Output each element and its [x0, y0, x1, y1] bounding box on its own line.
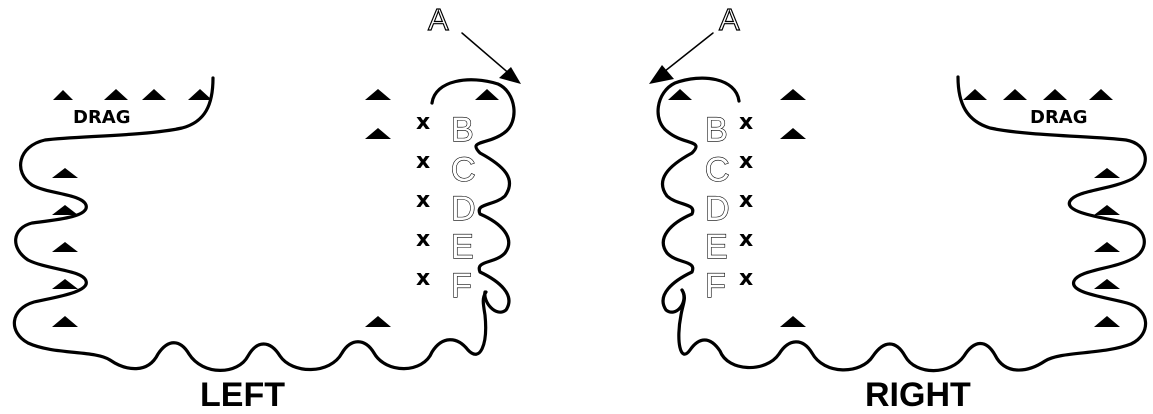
right-x-f: x [739, 266, 753, 291]
right-a-arrow [649, 32, 714, 84]
triangle-marker-icon [188, 89, 212, 100]
triangle-marker-icon [1094, 279, 1120, 289]
left-drag-label: DRAG [73, 107, 131, 128]
left-coil-curve [430, 78, 516, 314]
triangle-marker-icon [365, 316, 391, 327]
triangle-marker-icon [52, 316, 78, 327]
right-letter-e: E [705, 228, 728, 266]
triangle-marker-icon [1089, 89, 1113, 100]
left-outline-curve [12, 76, 488, 372]
triangle-marker-icon [142, 89, 166, 100]
right-letter-c: C [705, 151, 730, 189]
triangle-marker-icon [963, 89, 987, 100]
right-arrow-line [659, 32, 714, 76]
right-letter-d: D [705, 190, 730, 228]
right-arrow-head-icon [649, 65, 674, 84]
left-letter-c: C [451, 151, 476, 189]
left-arrow-head-icon [499, 67, 521, 84]
left-a-label: A [428, 2, 449, 37]
triangle-marker-icon [365, 128, 391, 139]
triangle-marker-icon [365, 89, 391, 100]
right-letter-f: F [705, 267, 726, 305]
left-x-b: x [416, 110, 430, 135]
triangle-marker-icon [780, 316, 806, 327]
left-x-c: x [416, 149, 430, 174]
triangle-marker-icon [53, 90, 73, 100]
triangle-marker-icon [1043, 89, 1067, 100]
left-letter-d: D [451, 190, 476, 228]
right-coil-curve [656, 76, 741, 314]
left-arrow-line [461, 32, 513, 77]
right-x-e: x [739, 227, 753, 252]
right-a-label: A [719, 2, 740, 37]
right-x-d: x [739, 188, 753, 213]
triangle-marker-icon [1094, 205, 1120, 215]
right-label: RIGHT [865, 376, 971, 414]
triangle-marker-icon [668, 89, 692, 100]
left-letter-b: B [451, 111, 474, 149]
right-letter-b: B [705, 111, 728, 149]
left-label: LEFT [200, 376, 285, 414]
triangle-marker-icon [52, 168, 78, 178]
triangle-marker-icon [780, 128, 806, 139]
left-x-f: x [416, 266, 430, 291]
triangle-marker-icon [52, 279, 78, 289]
triangle-marker-icon [1003, 89, 1027, 100]
triangle-marker-icon [780, 89, 806, 100]
right-x-c: x [739, 149, 753, 174]
triangle-marker-icon [1094, 242, 1120, 252]
left-letter-e: E [451, 228, 474, 266]
triangle-marker-icon [52, 205, 78, 215]
left-a-arrow [461, 32, 521, 84]
right-drag-label: DRAG [1030, 107, 1088, 128]
left-x-e: x [416, 227, 430, 252]
triangle-marker-icon [475, 89, 499, 100]
triangle-marker-icon [104, 89, 128, 100]
left-letter-f: F [451, 267, 472, 305]
triangle-marker-icon [1094, 316, 1120, 327]
right-x-b: x [739, 110, 753, 135]
triangle-marker-icon [52, 242, 78, 252]
triangle-marker-icon [1094, 168, 1120, 178]
right-outline-curve [677, 75, 1148, 373]
left-x-d: x [416, 188, 430, 213]
